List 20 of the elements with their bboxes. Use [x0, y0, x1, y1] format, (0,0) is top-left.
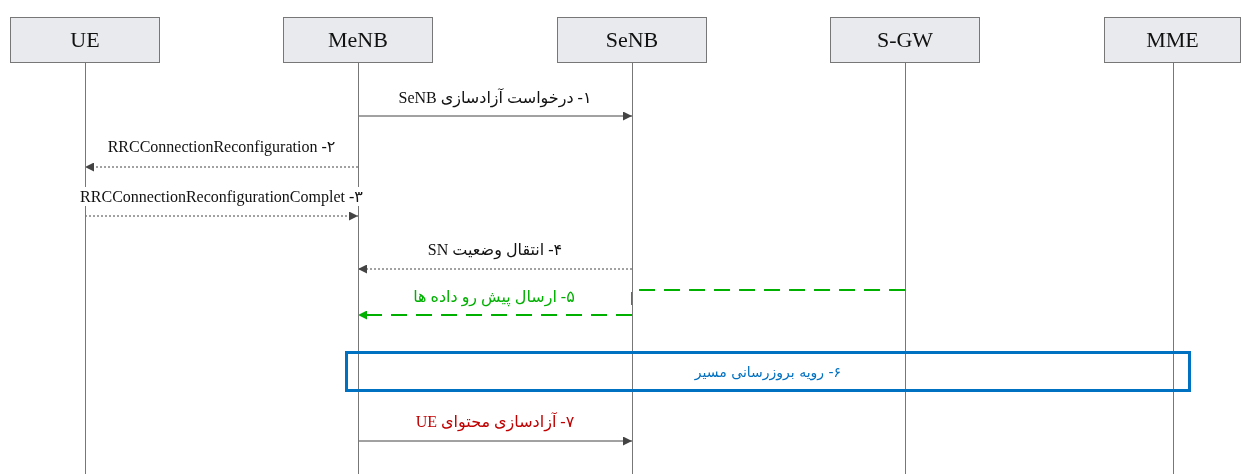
participant-name: UE [70, 27, 100, 53]
participant-lifeline [1104, 17, 1241, 474]
edge-label: ۲- RRCConnectionReconfiguration [107, 137, 336, 156]
edge-label: ۷- آزادسازی محتوای UE [415, 412, 575, 431]
message-arrow [84, 162, 359, 172]
participant-name: MeNB [328, 27, 388, 53]
edge-label: ۵- ارسال پیش رو داده ها [413, 287, 575, 306]
edge-label: ۱- درخواست آزادسازی SeNB [398, 88, 592, 107]
edge-label: ۳- RRCConnectionReconfigurationComplet [80, 187, 363, 206]
participant-name: S-GW [876, 27, 934, 53]
message-arrow [357, 436, 633, 446]
message-arrow [357, 264, 633, 274]
participant-lifeline [830, 17, 980, 474]
message-arrow [357, 111, 633, 121]
participant-name: MME [1146, 27, 1199, 53]
message-arrow [84, 211, 359, 221]
procedure-frame [345, 351, 1191, 392]
participant-name: SeNB [605, 27, 659, 53]
edge-label: ۴- انتقال وضعیت SN [427, 240, 563, 259]
message-arrow [357, 310, 633, 320]
